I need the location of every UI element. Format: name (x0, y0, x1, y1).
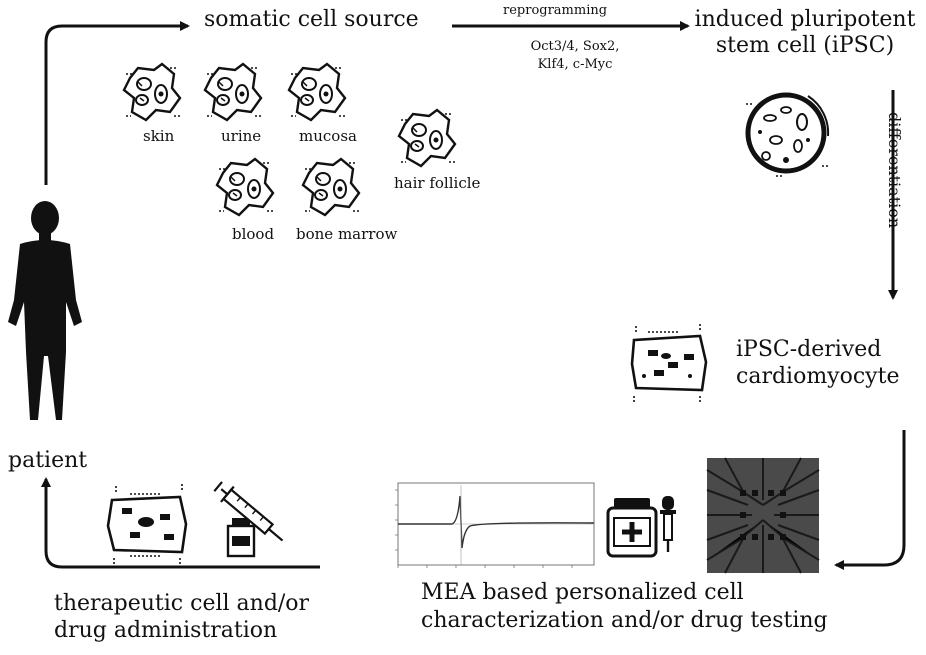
edge-factors-line2: Klf4, c-Myc (537, 57, 613, 72)
edge-differentiation: differentiation (885, 112, 904, 229)
node-somatic-source: somatic cell source (204, 7, 419, 32)
human-silhouette-icon (8, 201, 82, 420)
node-cardiomyocyte-line2: cardiomyocyte (736, 364, 900, 389)
node-mea-line2: characterization and/or drug testing (421, 608, 828, 633)
node-ipsc-line1: induced pluripotent (694, 7, 916, 32)
source-hair-follicle: hair follicle (394, 174, 481, 192)
source-urine: urine (221, 127, 262, 145)
source-skin: skin (143, 127, 175, 145)
therapeutic-cell-icon (106, 482, 188, 566)
edge-factors-line1: Oct3/4, Sox2, (530, 39, 620, 54)
ipsc-colony-icon (745, 92, 830, 177)
node-cardiomyocyte-line1: iPSC-derived (736, 337, 882, 362)
vial-icon (226, 518, 256, 558)
node-mea-line1: MEA based personalized cell (421, 580, 744, 605)
cardiomyocyte-icon (630, 322, 708, 404)
syringe-icon (213, 481, 284, 542)
mea-trace-icon (395, 482, 595, 568)
node-ipsc-line2: stem cell (iPSC) (715, 33, 895, 58)
cycle-arrows (41, 21, 906, 570)
node-therapy-line2: drug administration (54, 618, 278, 643)
node-patient: patient (8, 448, 88, 473)
mea-chip-icon (706, 457, 820, 574)
source-mucosa: mucosa (299, 127, 357, 145)
source-bone-marrow: bone marrow (296, 225, 398, 243)
source-blood: blood (232, 225, 275, 243)
dropper-icon (660, 496, 676, 552)
edge-reprogramming: reprogramming (503, 3, 608, 18)
node-therapy-line1: therapeutic cell and/or (54, 591, 310, 616)
medicine-bottle-icon (606, 498, 658, 558)
